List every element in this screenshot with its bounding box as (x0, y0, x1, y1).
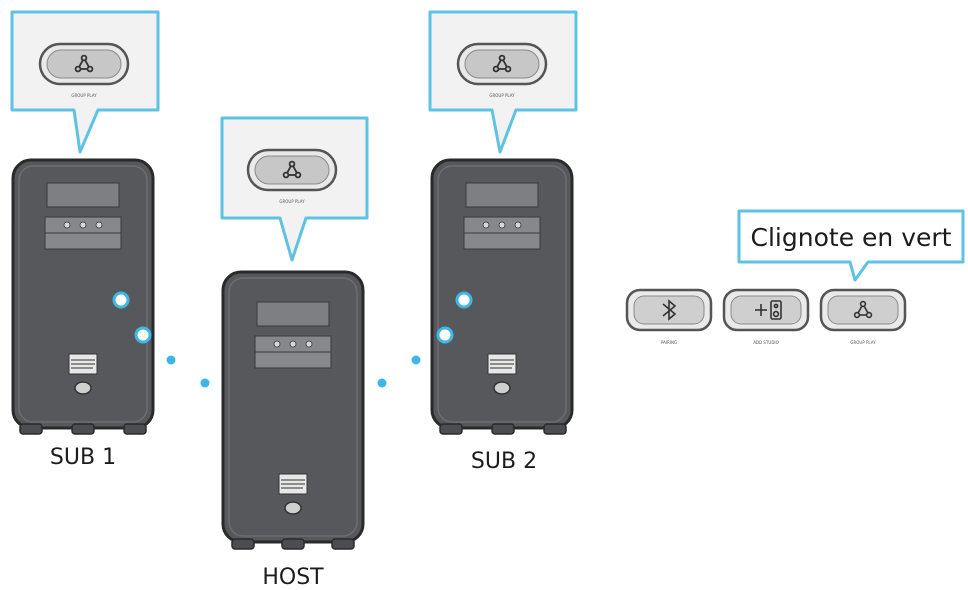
host-speaker (221, 270, 365, 550)
add-studio-caption: ADD STUDIO (753, 340, 779, 345)
pairing-button: PAIRING (625, 288, 713, 345)
sub2-led (455, 291, 473, 309)
sub1-callout: GROUP PLAY (10, 10, 160, 154)
group-play-icon (246, 148, 338, 192)
sub1-speaker (11, 158, 155, 435)
add-studio-button: ADD STUDIO (722, 288, 810, 345)
group-play-caption: GROUP PLAY (489, 93, 515, 98)
host-label: HOST (262, 565, 324, 590)
bluetooth-icon (662, 299, 677, 321)
group-play-caption: GROUP PLAY (850, 340, 876, 345)
group-play-caption: GROUP PLAY (71, 93, 97, 98)
sub1-link-led (134, 326, 152, 344)
link-dots (166, 355, 421, 388)
add-studio-icon (755, 300, 782, 320)
host-callout: GROUP PLAY (220, 116, 369, 262)
pairing-caption: PAIRING (661, 340, 677, 345)
sub2-speaker (430, 158, 574, 435)
sub1-led (112, 291, 130, 309)
group-play-caption: GROUP PLAY (279, 199, 305, 204)
sub2-callout: GROUP PLAY (428, 10, 578, 154)
group-play-icon (456, 42, 548, 86)
sub2-label: SUB 2 (471, 449, 537, 474)
clignote-text: Clignote en vert (751, 223, 952, 252)
sub2-link-led (436, 326, 454, 344)
group-play-icon (853, 300, 873, 319)
group-play-icon (38, 42, 130, 86)
sub1-label: SUB 1 (50, 445, 116, 470)
group-play-button: GROUP PLAY (819, 288, 907, 345)
clignote-callout: Clignote en vert (737, 209, 965, 282)
